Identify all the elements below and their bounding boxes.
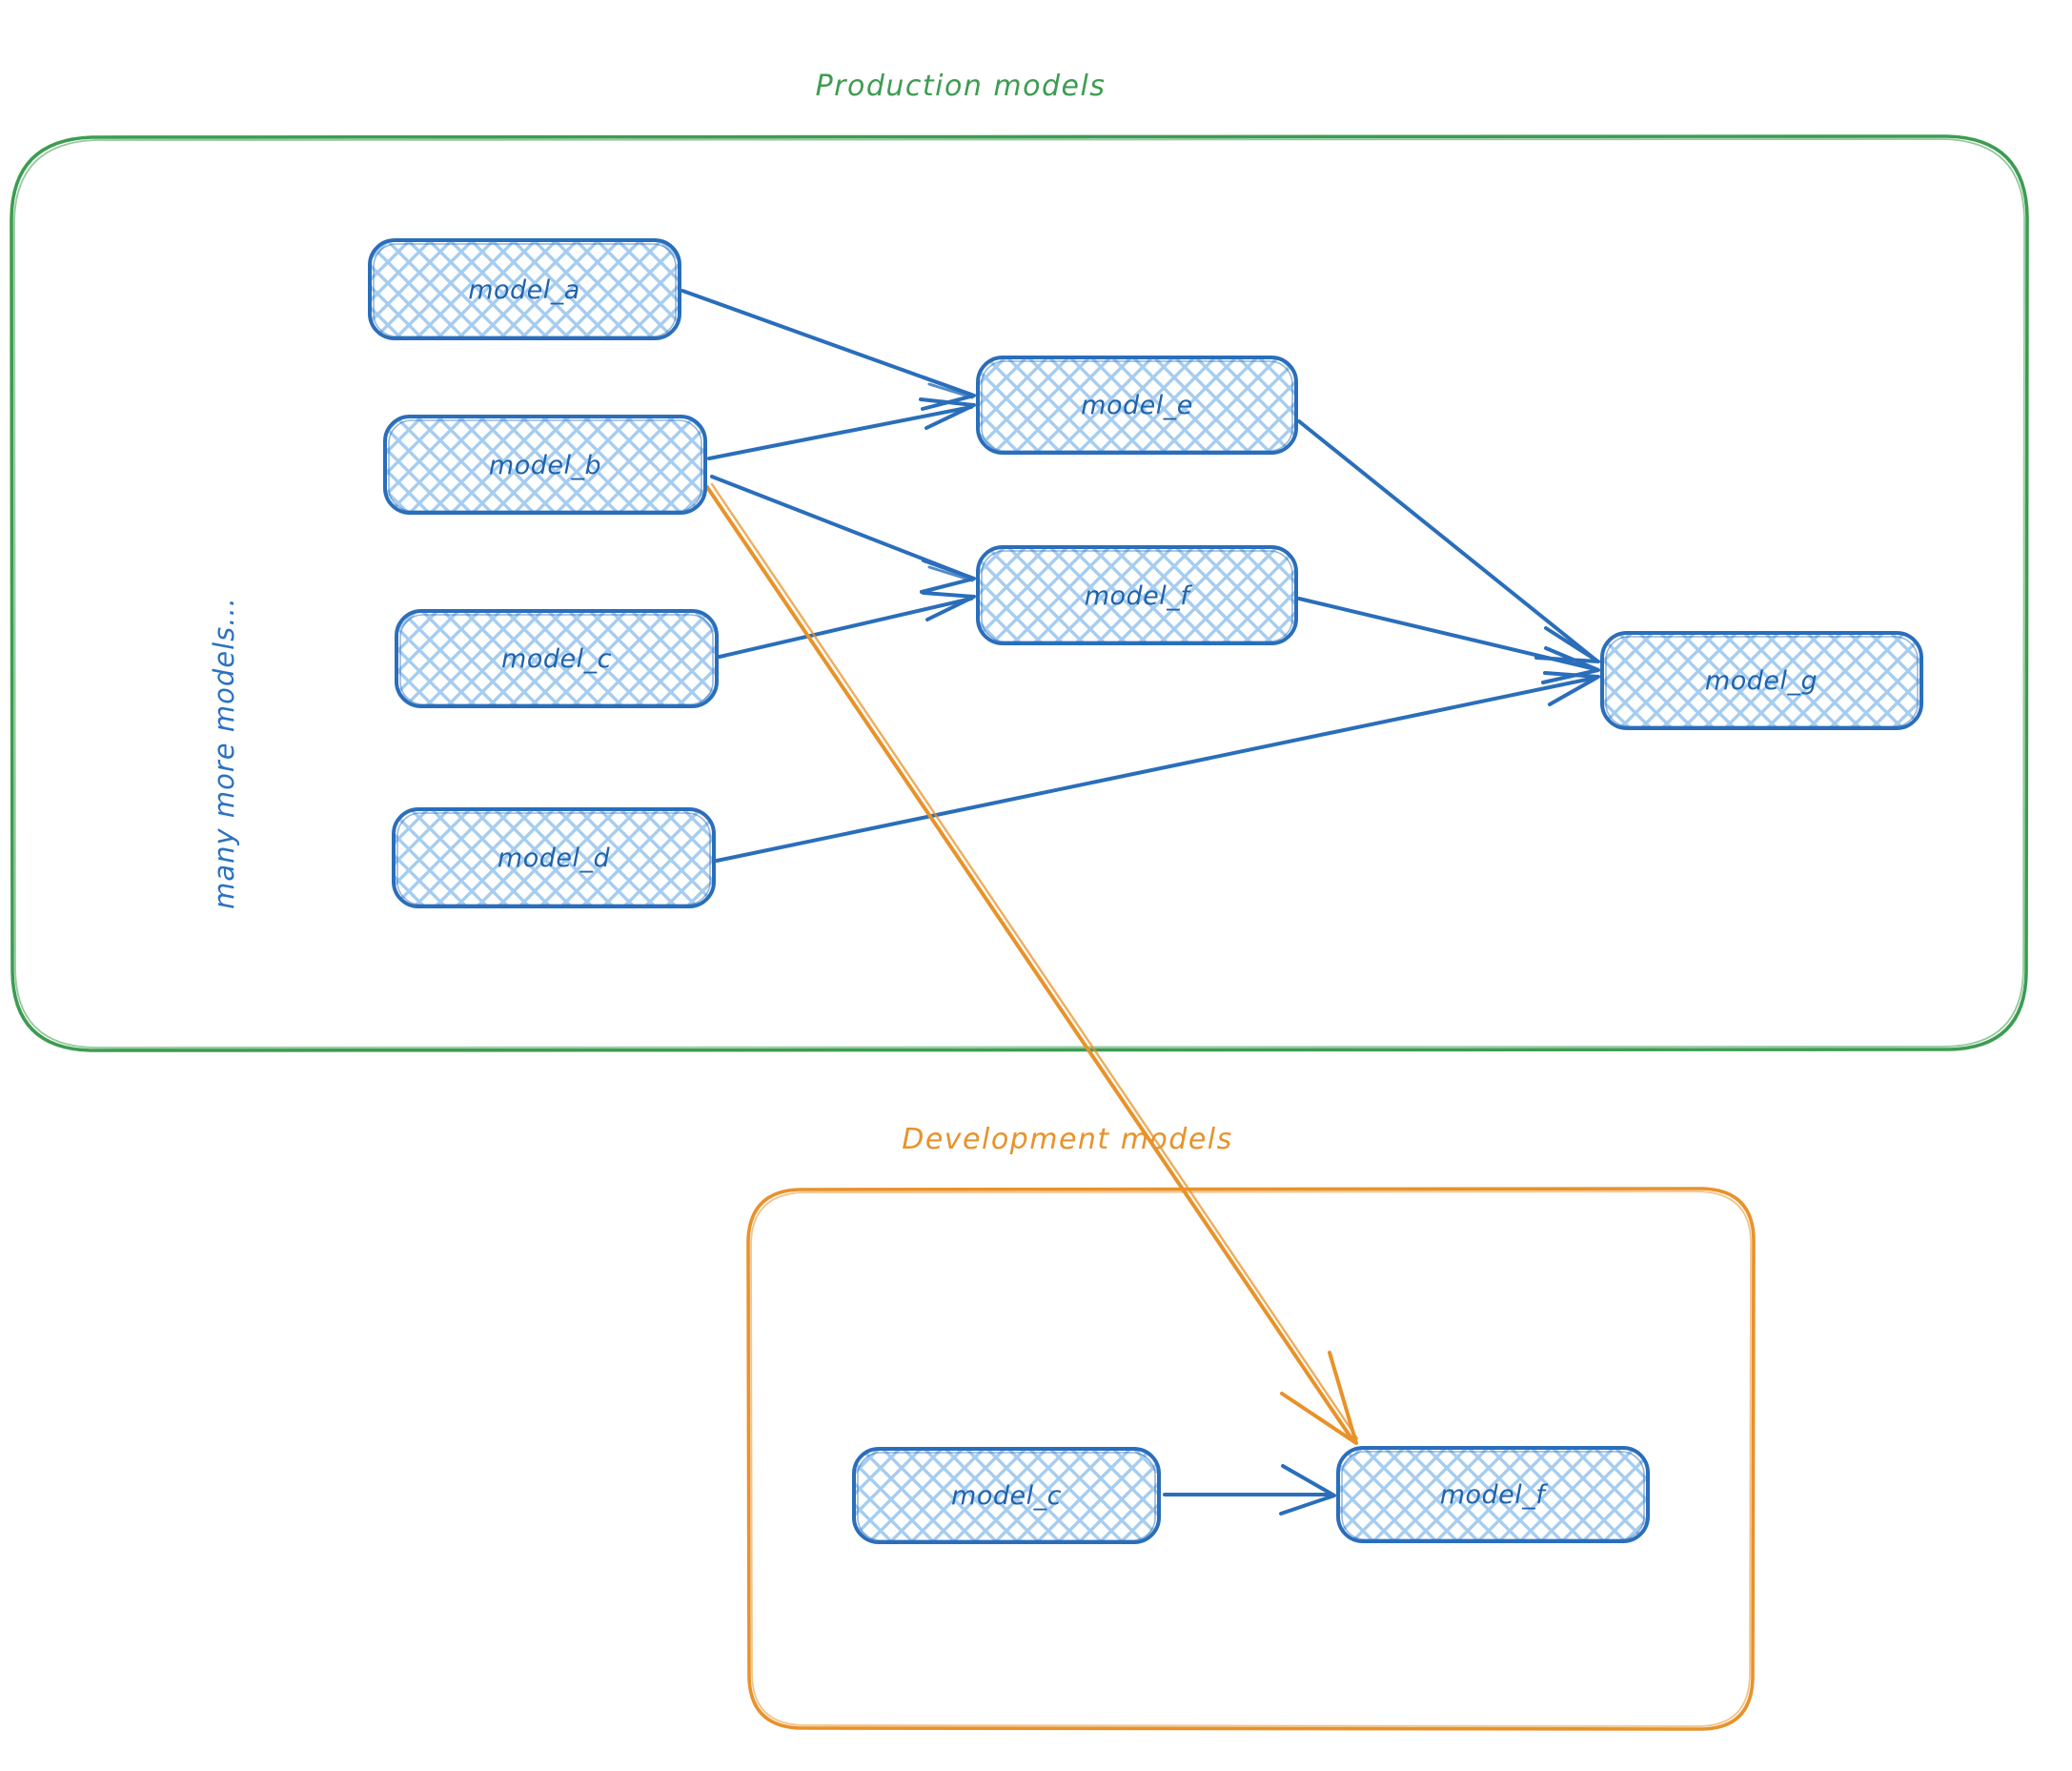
node-prod-model-d[interactable]: model_d [392,807,716,908]
edge-model-b-to-dev-model-f [705,482,1359,1445]
node-box-sketch [1341,1451,1645,1540]
production-group-label: Production models [816,70,1107,103]
node-box-sketch [373,243,677,337]
node-label: model_c [501,644,612,674]
node-box [852,1447,1161,1544]
development-group-label: Development models [902,1123,1233,1156]
node-box-sketch [1605,636,1919,727]
node-label: model_d [498,844,611,873]
edge-model-a-to-model-e [681,289,976,411]
edge-dev-model-c-to-dev-model-f [1163,1464,1336,1516]
production-group-border-sketch [13,138,2025,1048]
edge-model-c-to-model-f [718,591,976,659]
edge-model-e-to-model-g [1297,419,1600,663]
node-box-sketch [388,419,702,512]
node-box [392,807,716,908]
edge-model-f-to-model-g [1297,597,1600,684]
node-prod-model-a[interactable]: model_a [368,238,681,340]
node-box-sketch [857,1452,1156,1541]
node-prod-model-g[interactable]: model_g [1600,631,1923,730]
node-box [395,609,719,708]
edge-model-d-to-model-g [715,671,1600,863]
node-label: model_f [1085,581,1193,611]
node-box [383,415,707,515]
node-label: model_e [1081,391,1193,420]
edge-model-b-to-model-e [707,397,976,460]
group-development[interactable] [746,1187,1756,1731]
many-more-models-label: many more models... [208,597,240,909]
node-box [1600,631,1923,730]
node-prod-model-e[interactable]: model_e [976,356,1298,455]
node-box [976,356,1298,455]
node-prod-model-b[interactable]: model_b [383,415,707,515]
production-group-border [10,134,2029,1052]
node-box-sketch [399,614,714,705]
node-box-sketch [981,360,1293,452]
node-label: model_g [1705,666,1818,696]
node-box [368,238,681,340]
edge-model-b-to-model-f [710,475,976,594]
node-prod-model-c[interactable]: model_c [395,609,719,708]
development-group-border [746,1187,1756,1731]
node-box [976,545,1298,645]
group-production[interactable] [10,134,2029,1052]
node-dev-model-f[interactable]: model_f [1336,1446,1650,1543]
node-box-sketch [396,812,711,906]
node-label: model_b [489,451,601,480]
node-box [1336,1446,1650,1543]
node-dev-model-c[interactable]: model_c [852,1447,1161,1544]
development-group-border-sketch [750,1191,1752,1727]
node-label: model_a [468,275,580,305]
node-prod-model-f[interactable]: model_f [976,545,1298,645]
node-label: model_c [951,1481,1062,1511]
node-box-sketch [981,550,1293,642]
node-label: model_f [1440,1480,1549,1510]
